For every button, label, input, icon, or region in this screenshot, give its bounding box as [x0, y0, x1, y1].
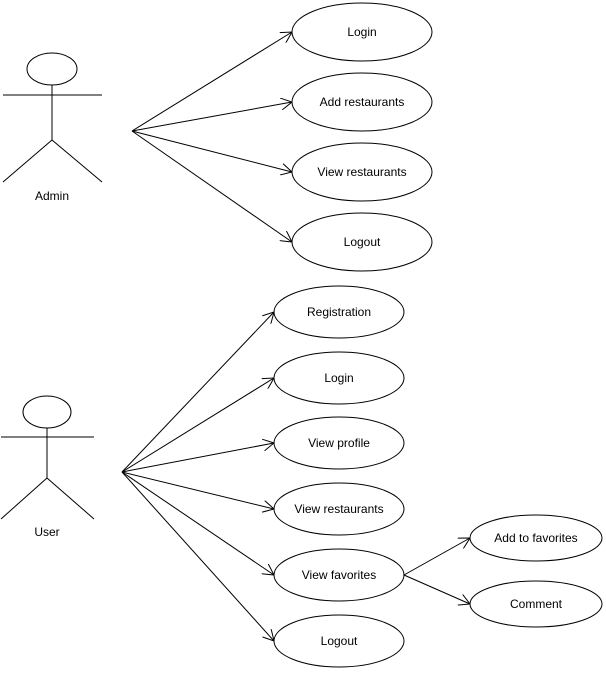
usecase-admin-view-restaurants: View restaurants [291, 142, 433, 202]
usecase-comment-ellipse [469, 580, 603, 628]
user-associations [121, 312, 274, 641]
usecase-admin-add-restaurants-ellipse [291, 72, 433, 132]
usecase-user-logout-ellipse [273, 614, 405, 668]
actor-user-label: User [34, 525, 59, 539]
usecase-add-to-favorites-label: Add to favorites [494, 531, 577, 545]
favorites-associations [403, 538, 470, 604]
actor-user: User [0, 395, 95, 539]
usecase-comment-label: Comment [510, 597, 563, 611]
usecase-admin-view-restaurants-ellipse [291, 142, 433, 202]
user-to-registration-arrow [121, 312, 274, 473]
usecase-user-logout: Logout [273, 614, 405, 668]
usecase-comment: Comment [469, 580, 603, 628]
usecase-admin-logout-ellipse [291, 212, 433, 272]
actor-admin-label: Admin [35, 189, 69, 203]
actor-admin-left-leg [2, 139, 53, 183]
actor-user-right-leg [46, 477, 95, 520]
usecase-user-view-favorites: View favorites [273, 548, 405, 602]
admin-associations [131, 32, 292, 242]
usecase-admin-logout-label: Logout [344, 235, 381, 249]
usecase-user-logout-label: Logout [321, 634, 358, 648]
user-to-view-restaurants-arrow [121, 471, 274, 509]
usecase-user-view-favorites-ellipse [273, 548, 405, 602]
user-to-view-profile-arrow [121, 443, 274, 473]
favorites-to-comment-arrow [403, 574, 470, 604]
usecase-user-view-favorites-label: View favorites [302, 568, 376, 582]
usecase-add-to-favorites: Add to favorites [469, 514, 603, 562]
usecase-add-to-favorites-ellipse [469, 514, 603, 562]
usecase-user-registration-ellipse [273, 285, 405, 339]
admin-to-add-restaurants-arrow [131, 102, 292, 132]
usecase-user-view-restaurants-ellipse [273, 482, 405, 536]
user-to-logout-arrow [121, 471, 274, 641]
user-to-view-favorites-arrow [121, 471, 274, 575]
usecase-admin-login: Login [291, 2, 433, 62]
actor-admin-head [26, 52, 78, 86]
actor-user-left-leg [0, 477, 48, 520]
usecase-user-view-profile: View profile [273, 416, 405, 470]
actor-user-head [22, 395, 72, 429]
usecase-admin-add-restaurants-label: Add restaurants [320, 95, 405, 109]
usecase-user-registration: Registration [273, 285, 405, 339]
admin-to-login-arrow [131, 32, 292, 132]
usecase-admin-login-ellipse [291, 2, 433, 62]
usecase-user-registration-label: Registration [307, 305, 371, 319]
usecase-admin-login-label: Login [347, 25, 376, 39]
usecase-user-view-restaurants-label: View restaurants [294, 502, 383, 516]
usecase-admin-add-restaurants: Add restaurants [291, 72, 433, 132]
usecase-admin-view-restaurants-label: View restaurants [317, 165, 406, 179]
admin-to-view-restaurants-arrow [131, 130, 292, 172]
usecase-admin-logout: Logout [291, 212, 433, 272]
usecase-user-login-label: Login [324, 371, 353, 385]
user-to-login-arrow [121, 378, 274, 473]
favorites-to-add-arrow [403, 538, 470, 576]
usecase-user-login: Login [273, 351, 405, 405]
admin-to-logout-arrow [131, 130, 292, 242]
usecase-user-view-restaurants: View restaurants [273, 482, 405, 536]
usecase-user-view-profile-label: View profile [308, 436, 370, 450]
actor-admin-right-leg [51, 139, 103, 183]
usecase-user-login-ellipse [273, 351, 405, 405]
usecase-user-view-profile-ellipse [273, 416, 405, 470]
actor-admin: Admin [2, 52, 103, 203]
